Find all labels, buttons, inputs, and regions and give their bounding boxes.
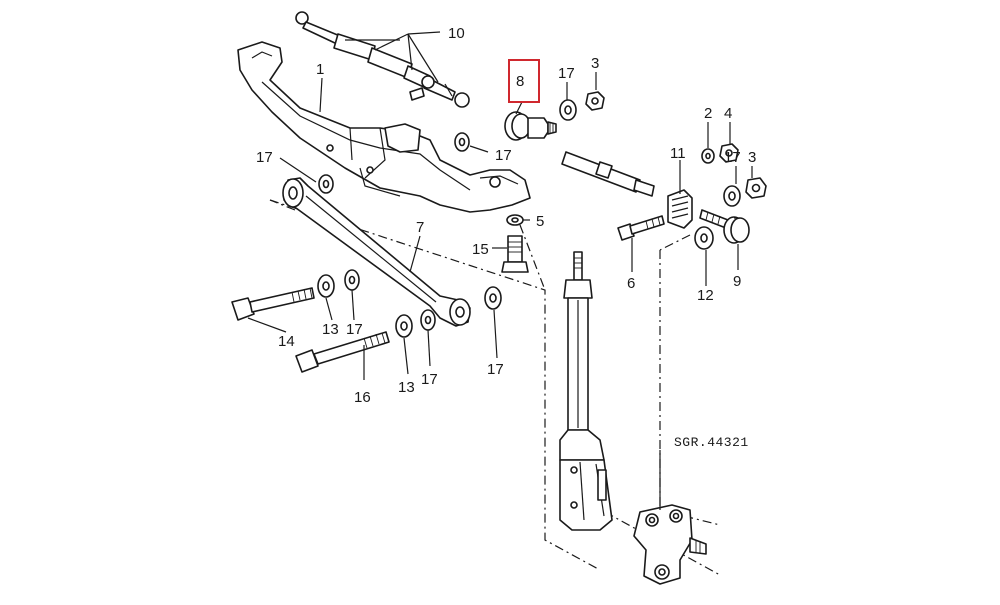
- shock-absorber: [559, 251, 613, 531]
- callout-13-a: 13: [322, 321, 339, 338]
- crossmember: [237, 41, 531, 213]
- callout-17-d: 17: [724, 149, 741, 166]
- callout-17-c: 17: [256, 149, 273, 166]
- bolt-14: [231, 287, 315, 321]
- hardware-right: [701, 143, 767, 207]
- washers-lower-row: [395, 309, 436, 338]
- bushing-11: [667, 189, 693, 229]
- callout-17-b: 17: [495, 147, 512, 164]
- callout-2: 2: [704, 105, 712, 122]
- callout-7: 7: [416, 219, 424, 236]
- callout-9: 9: [733, 273, 741, 290]
- callout-14: 14: [278, 333, 295, 350]
- callout-16: 16: [354, 389, 371, 406]
- callout-labels: 10 1 8 17 3 17 17 5 15 7 11 2 4 17 3 6 1…: [256, 25, 756, 450]
- bushing-assembly-8: [504, 111, 557, 141]
- hardware-near-8: [559, 91, 605, 121]
- nut-and-bolt-5-15: [501, 214, 529, 273]
- callout-6: 6: [627, 275, 635, 292]
- stud-bushing-9: [699, 209, 750, 244]
- callout-1: 1: [316, 61, 324, 78]
- callout-17-f: 17: [421, 371, 438, 388]
- callout-17-a: 17: [558, 65, 575, 82]
- washer-near-arm: [484, 286, 502, 310]
- hub-carrier: [633, 504, 707, 585]
- callout-17-g: 17: [487, 361, 504, 378]
- callout-11: 11: [670, 145, 686, 162]
- adjustable-link-rod: [295, 11, 470, 108]
- bolt-16: [295, 331, 390, 373]
- callout-13-b: 13: [398, 379, 415, 396]
- trailing-arm-7: [282, 177, 471, 327]
- callout-5: 5: [536, 213, 544, 230]
- washers-left-row: [317, 269, 360, 298]
- callout-3-a: 3: [591, 55, 599, 72]
- callout-17-e: 17: [346, 321, 363, 338]
- callout-3-b: 3: [748, 149, 756, 166]
- callout-15: 15: [472, 241, 489, 258]
- callout-10: 10: [448, 25, 465, 42]
- highlight-box-8: [508, 59, 540, 103]
- callout-4: 4: [724, 105, 732, 122]
- callout-8: 8: [516, 73, 524, 90]
- washer-group-top: [318, 132, 470, 194]
- pivot-rod: [561, 151, 655, 197]
- bolt-6: [617, 215, 665, 241]
- leader-lines: [247, 31, 753, 510]
- washer-12: [694, 226, 714, 250]
- callout-12: 12: [697, 287, 714, 304]
- reference-code: SGR.44321: [674, 435, 749, 450]
